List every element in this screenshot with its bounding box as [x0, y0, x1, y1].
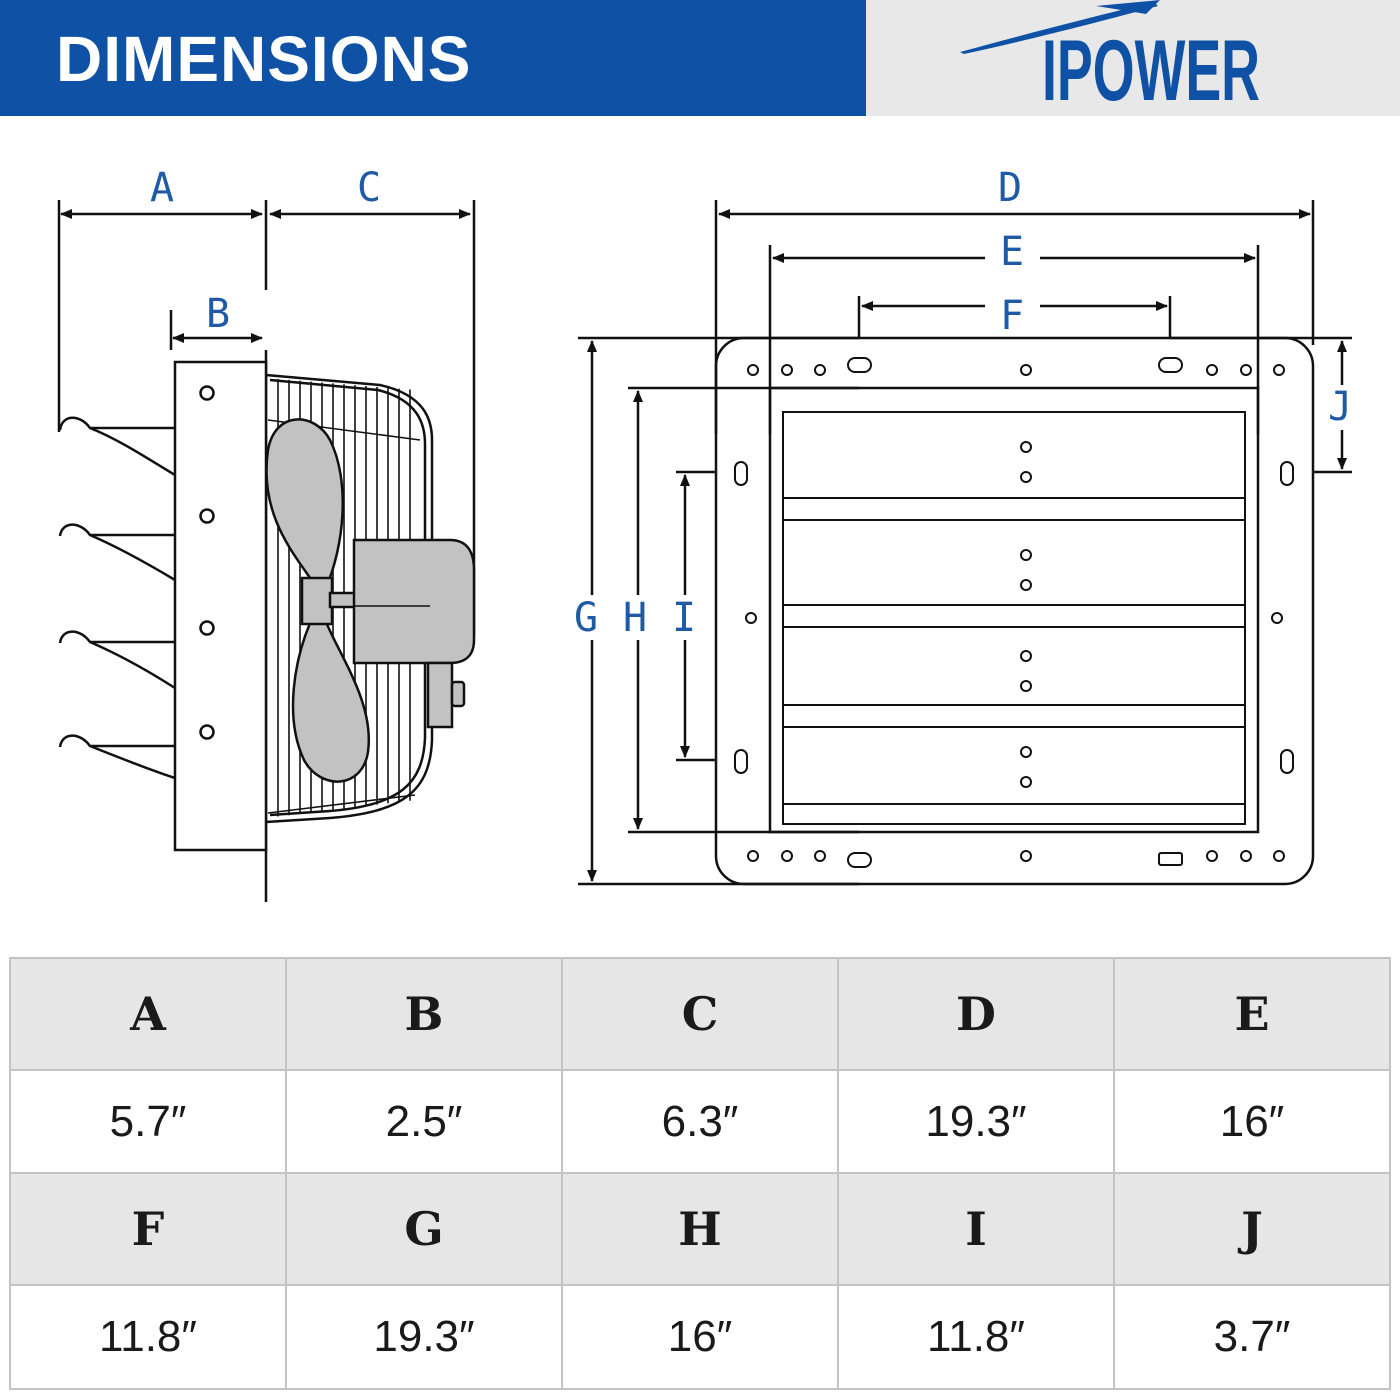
table-header-cell: A [9, 957, 287, 1071]
table-header-cell: G [285, 1172, 563, 1287]
table-value-cell: 11.8″ [837, 1284, 1115, 1390]
table-value-cell: 19.3″ [837, 1068, 1115, 1175]
label-f: F [1000, 293, 1024, 339]
label-i: I [672, 595, 696, 641]
table-header-cell: J [1113, 1172, 1391, 1287]
table-value-cell: 11.8″ [9, 1284, 287, 1390]
fan-blade [265, 418, 371, 783]
label-d: D [998, 165, 1022, 211]
table-value-cell: 6.3″ [561, 1068, 839, 1175]
label-b: B [206, 291, 230, 337]
label-c: C [357, 165, 381, 211]
table-header-cell: D [837, 957, 1115, 1071]
label-j: J [1328, 384, 1352, 430]
ipower-logo: IPOWER [960, 0, 1260, 112]
label-g: G [574, 595, 598, 641]
table-value-cell: 2.5″ [285, 1068, 563, 1175]
table-value-cell: 3.7″ [1113, 1284, 1391, 1390]
dimensions-table: A B C D E 5.7″ 2.5″ 6.3″ 19.3″ 16″ F G H… [9, 957, 1391, 1390]
table-header-cell: I [837, 1172, 1115, 1287]
mounting-holes [734, 357, 1294, 868]
svg-text:IPOWER: IPOWER [1042, 23, 1260, 112]
table-value-row: 11.8″ 19.3″ 16″ 11.8″ 3.7″ [9, 1284, 1391, 1390]
table-header-cell: H [561, 1172, 839, 1287]
fan-motor [328, 538, 476, 729]
table-header-row: A B C D E [9, 957, 1391, 1071]
header-logo-panel [866, 0, 1400, 116]
label-a: A [150, 165, 174, 211]
label-h: H [623, 595, 647, 641]
table-value-cell: 16″ [1113, 1068, 1391, 1175]
label-e: E [1000, 229, 1024, 275]
header-banner: DIMENSIONS [0, 0, 866, 116]
side-view [57, 200, 476, 902]
table-value-cell: 5.7″ [9, 1068, 287, 1175]
page-title: DIMENSIONS [56, 23, 472, 95]
table-header-row: F G H I J [9, 1172, 1391, 1287]
table-value-cell: 19.3″ [285, 1284, 563, 1390]
table-value-row: 5.7″ 2.5″ 6.3″ 19.3″ 16″ [9, 1068, 1391, 1175]
table-header-cell: B [285, 957, 563, 1071]
front-view [578, 200, 1352, 886]
table-value-cell: 16″ [561, 1284, 839, 1390]
table-header-cell: F [9, 1172, 287, 1287]
table-header-cell: C [561, 957, 839, 1071]
table-header-cell: E [1113, 957, 1391, 1071]
dimension-diagram: A C B D E F G H I J [57, 165, 1352, 902]
louver-slats [783, 411, 1245, 805]
